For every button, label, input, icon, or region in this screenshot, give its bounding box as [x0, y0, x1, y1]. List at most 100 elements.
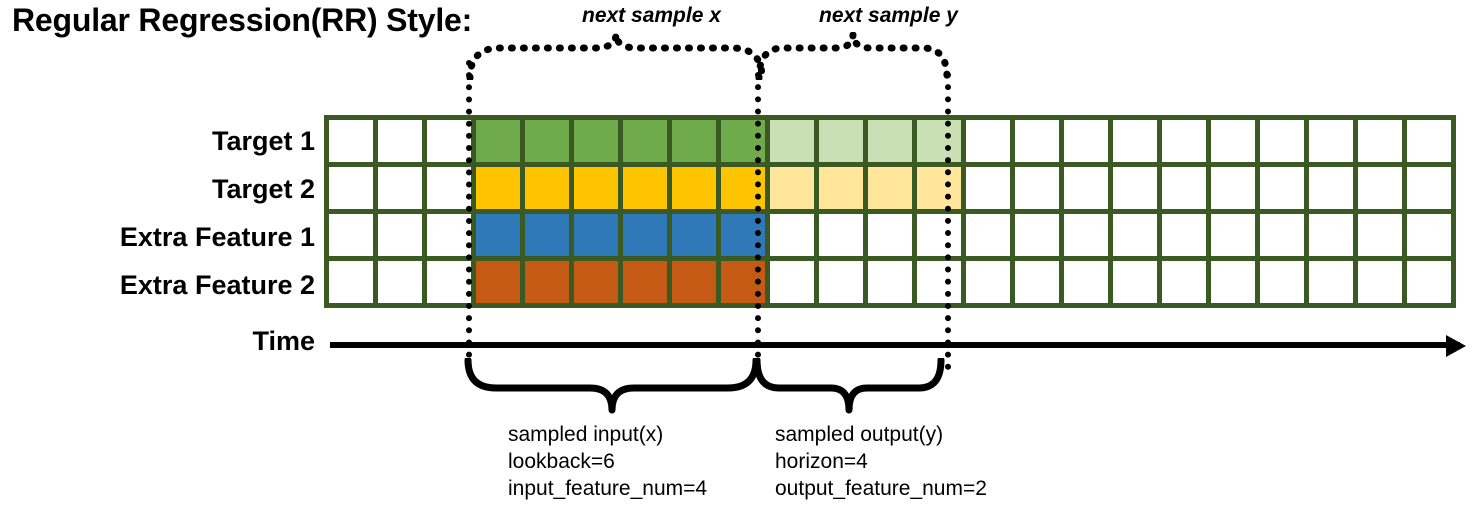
grid-cell-extra-feature-1-20-empty: [1309, 214, 1353, 256]
grid-cell-target-2-0-empty: [329, 167, 373, 209]
grid-cell-extra-feature-1-5-input: [574, 214, 618, 256]
page-title: Regular Regression(RR) Style:: [12, 2, 473, 38]
grid-cell-target-1-2-empty: [427, 120, 471, 162]
grid-cell-extra-feature-2-11-empty: [868, 261, 912, 303]
caption-input-line-1: sampled input(x): [508, 423, 664, 446]
grid-cell-target-1-13-empty: [966, 120, 1010, 162]
row-label-extra-feature-2: Extra Feature 2: [119, 270, 315, 300]
row-label-column: Target 1 Target 2 Extra Feature 1 Extra …: [10, 0, 315, 516]
grid-cell-target-1-4-input: [525, 120, 569, 162]
grid-cell-target-2-22-empty: [1407, 167, 1451, 209]
grid-cell-target-2-6-input: [623, 167, 667, 209]
row-label-extra-feature-1: Extra Feature 1: [119, 222, 315, 252]
grid-cell-target-1-19-empty: [1260, 120, 1304, 162]
grid-cell-target-1-21-empty: [1358, 120, 1402, 162]
grid-cell-extra-feature-1-4-input: [525, 214, 569, 256]
grid-cell-target-2-16-empty: [1113, 167, 1157, 209]
caption-sampled-output: sampled output(y) horizon=4 output_featu…: [775, 422, 987, 503]
grid-cell-target-1-9-output: [770, 120, 814, 162]
grid-cell-target-2-17-empty: [1162, 167, 1206, 209]
grid-cell-target-1-18-empty: [1211, 120, 1255, 162]
grid-cell-extra-feature-2-2-empty: [427, 261, 471, 303]
grid-cell-target-2-7-input: [672, 167, 716, 209]
grid-cell-extra-feature-1-16-empty: [1113, 214, 1157, 256]
grid-cell-extra-feature-1-9-empty: [770, 214, 814, 256]
row-label-target-1: Target 1: [211, 126, 315, 156]
grid-cell-target-2-15-empty: [1064, 167, 1108, 209]
guide-line-input-start: [466, 60, 472, 370]
grid-cell-target-2-13-empty: [966, 167, 1010, 209]
timeseries-grid: [324, 115, 1456, 308]
grid-cell-target-2-18-empty: [1211, 167, 1255, 209]
grid-cell-extra-feature-1-14-empty: [1015, 214, 1059, 256]
brace-sampled-output: [752, 358, 952, 414]
grid-cell-extra-feature-2-3-input: [476, 261, 520, 303]
grid-cell-extra-feature-2-16-empty: [1113, 261, 1157, 303]
grid-cell-extra-feature-2-18-empty: [1211, 261, 1255, 303]
grid-cell-target-1-14-empty: [1015, 120, 1059, 162]
time-axis-line: [330, 342, 1460, 348]
grid-cell-target-1-7-input: [672, 120, 716, 162]
guide-line-output-end: [945, 72, 951, 370]
grid-cell-extra-feature-2-20-empty: [1309, 261, 1353, 303]
grid-cell-target-2-19-empty: [1260, 167, 1304, 209]
time-axis-label: Time: [252, 326, 315, 356]
grid-cell-target-1-12-output: [917, 120, 961, 162]
grid-cell-target-2-9-output: [770, 167, 814, 209]
time-axis-arrow-icon: [1446, 335, 1466, 357]
caption-output-line-2: horizon=4: [775, 449, 868, 473]
grid-cell-extra-feature-1-3-input: [476, 214, 520, 256]
grid-cell-target-1-11-output: [868, 120, 912, 162]
caption-output-line-1: sampled output(y): [775, 423, 944, 446]
grid-cell-target-2-21-empty: [1358, 167, 1402, 209]
grid-cell-extra-feature-2-21-empty: [1358, 261, 1402, 303]
grid-cell-target-1-0-empty: [329, 120, 373, 162]
grid-cell-target-2-3-input: [476, 167, 520, 209]
grid-cell-target-1-1-empty: [378, 120, 422, 162]
grid-cell-target-2-20-empty: [1309, 167, 1353, 209]
grid-cell-target-2-2-empty: [427, 167, 471, 209]
grid-cell-extra-feature-1-10-empty: [819, 214, 863, 256]
annotation-next-sample-y: next sample y: [819, 4, 958, 27]
grid-cell-extra-feature-2-6-input: [623, 261, 667, 303]
grid-cell-extra-feature-1-0-empty: [329, 214, 373, 256]
grid-row-target-2: [329, 167, 1451, 209]
grid-cell-target-2-5-input: [574, 167, 618, 209]
grid-cell-extra-feature-2-17-empty: [1162, 261, 1206, 303]
grid-cell-target-2-4-input: [525, 167, 569, 209]
grid-cell-target-1-3-input: [476, 120, 520, 162]
grid-cell-target-1-16-empty: [1113, 120, 1157, 162]
grid-cell-extra-feature-1-2-empty: [427, 214, 471, 256]
grid-cell-extra-feature-1-21-empty: [1358, 214, 1402, 256]
grid-cell-extra-feature-2-15-empty: [1064, 261, 1108, 303]
caption-input-line-2: lookback=6: [508, 449, 615, 473]
grid-row-extra-feature-1: [329, 214, 1451, 256]
caption-output-line-3: output_feature_num=2: [775, 476, 987, 500]
grid-cell-extra-feature-2-4-input: [525, 261, 569, 303]
grid-cell-extra-feature-2-1-empty: [378, 261, 422, 303]
grid-cell-extra-feature-1-11-empty: [868, 214, 912, 256]
grid-cell-extra-feature-2-22-empty: [1407, 261, 1451, 303]
grid-cell-target-1-10-output: [819, 120, 863, 162]
brace-sampled-input: [463, 358, 761, 414]
grid-cell-extra-feature-1-15-empty: [1064, 214, 1108, 256]
grid-cell-extra-feature-1-18-empty: [1211, 214, 1255, 256]
grid-cell-extra-feature-1-7-input: [672, 214, 716, 256]
grid-cell-extra-feature-2-19-empty: [1260, 261, 1304, 303]
grid-cell-target-1-20-empty: [1309, 120, 1353, 162]
grid-cell-target-2-10-output: [819, 167, 863, 209]
grid-cell-target-2-12-output: [917, 167, 961, 209]
grid-cell-extra-feature-2-14-empty: [1015, 261, 1059, 303]
annotation-next-sample-x: next sample x: [582, 4, 721, 27]
grid-cell-extra-feature-2-10-empty: [819, 261, 863, 303]
grid-cell-extra-feature-2-0-empty: [329, 261, 373, 303]
brace-next-sample-x: [466, 32, 766, 80]
grid-cell-extra-feature-2-7-input: [672, 261, 716, 303]
caption-sampled-input: sampled input(x) lookback=6 input_featur…: [508, 422, 707, 503]
row-label-target-2: Target 2: [211, 174, 315, 204]
grid-cell-extra-feature-2-13-empty: [966, 261, 1010, 303]
caption-input-line-3: input_feature_num=4: [508, 476, 708, 500]
grid-row-target-1: [329, 120, 1451, 162]
grid-cell-extra-feature-1-6-input: [623, 214, 667, 256]
grid-cell-extra-feature-1-12-empty: [917, 214, 961, 256]
